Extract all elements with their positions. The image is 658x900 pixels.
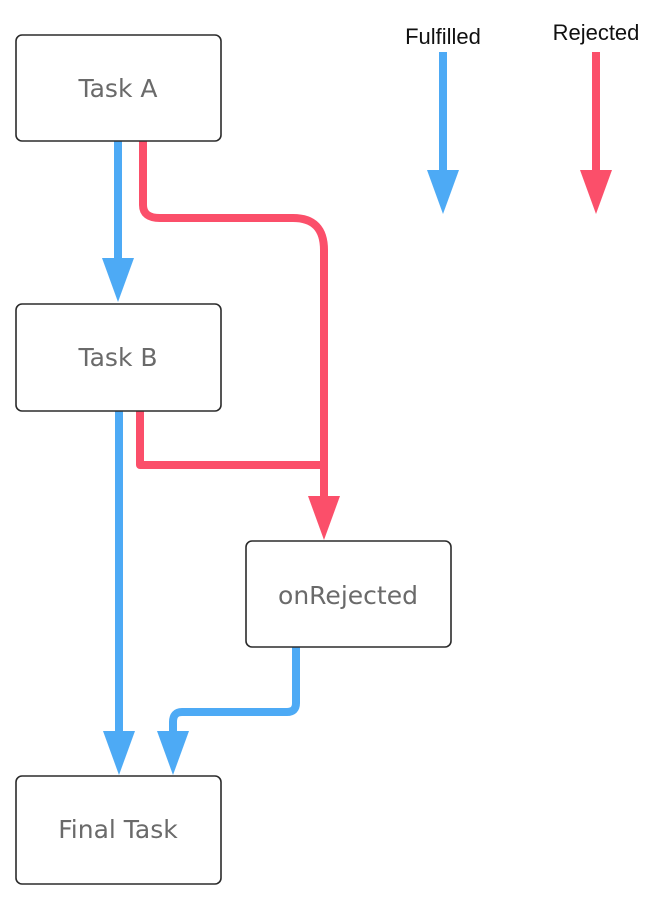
node-final-task-label: Final Task xyxy=(58,815,178,844)
node-final-task: Final Task xyxy=(15,775,222,885)
node-onrejected-box xyxy=(245,540,452,648)
legend: Fulfilled Rejected xyxy=(405,20,639,214)
node-task-a: Task A xyxy=(15,34,222,142)
node-task-a-label: Task A xyxy=(77,74,157,103)
node-onrejected-label: onRejected xyxy=(278,581,418,610)
node-task-b-box xyxy=(15,303,222,412)
edge-task-a-to-onrejected xyxy=(139,140,340,540)
edge-task-a-to-task-b xyxy=(102,140,134,302)
node-task-a-box xyxy=(15,34,222,142)
edge-task-b-to-onrejected xyxy=(136,410,324,469)
legend-rejected-label: Rejected xyxy=(553,20,640,45)
node-onrejected: onRejected xyxy=(245,540,452,648)
edge-onrejected-to-final-task xyxy=(157,645,300,775)
legend-fulfilled-arrow xyxy=(427,52,459,214)
edge-task-b-to-final-task xyxy=(103,410,135,775)
legend-rejected-arrow xyxy=(580,52,612,214)
legend-fulfilled-label: Fulfilled xyxy=(405,24,481,49)
node-final-task-box xyxy=(15,775,222,885)
node-task-b-label: Task B xyxy=(77,343,157,372)
node-task-b: Task B xyxy=(15,303,222,412)
edges xyxy=(102,140,340,775)
